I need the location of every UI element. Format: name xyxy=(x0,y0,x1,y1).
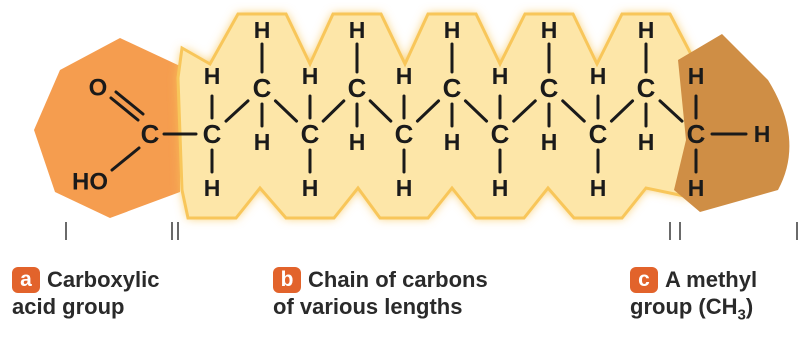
bracket-chain xyxy=(177,222,671,240)
hydrogen-atom: H xyxy=(688,63,705,89)
hydrogen-atom: H xyxy=(444,17,461,43)
badge-b: b xyxy=(273,267,301,293)
chain-carbon-atom: C xyxy=(253,73,272,103)
hydrogen-atom: H xyxy=(302,175,319,201)
hydrogen-atom: H xyxy=(204,63,221,89)
badge-a: a xyxy=(12,267,40,293)
bond-cc xyxy=(561,99,586,123)
label-b-line2: of various lengths xyxy=(273,294,463,319)
chain-carbon-atom: C xyxy=(395,119,414,149)
chain-carbon-atom: C xyxy=(301,119,320,149)
hydrogen-atom: H xyxy=(590,63,607,89)
double-bond-2 xyxy=(114,90,145,116)
label-carbon-chain: b Chain of carbons of various lengths xyxy=(273,266,488,320)
label-carboxylic-acid: a Carboxylic acid group xyxy=(12,266,160,320)
hydrogen-atom: H xyxy=(349,129,366,155)
hydrogen-atom: H xyxy=(754,121,771,147)
label-methyl-group: c A methyl group (CH3) xyxy=(630,266,758,324)
chain-carbon-atom: C xyxy=(443,73,462,103)
hydrogen-atom: H xyxy=(492,175,509,201)
bond-cc xyxy=(273,99,299,123)
label-a-line2: acid group xyxy=(12,294,125,319)
hydrogen-atom: H xyxy=(541,129,558,155)
hydrogen-atom: H xyxy=(590,175,607,201)
badge-c: c xyxy=(630,267,658,293)
chain-carbon-atom: C xyxy=(491,119,510,149)
hydroxyl-label: HO xyxy=(72,169,108,196)
bond-cc xyxy=(415,99,441,123)
chain-carbon-atom: C xyxy=(348,73,367,103)
bond-cc xyxy=(321,99,346,123)
hydrogen-atom: H xyxy=(638,17,655,43)
label-c-line2: group (CH3) xyxy=(630,294,754,324)
oxygen-atom: O xyxy=(89,75,108,102)
chain-carbon-atom: C xyxy=(203,119,222,149)
hydrogen-atom: H xyxy=(349,17,366,43)
bond-cc xyxy=(512,99,537,123)
methyl-carbon-atom: C xyxy=(687,119,706,149)
hydrogen-atom: H xyxy=(444,129,461,155)
bond-cc xyxy=(368,99,393,123)
bond-lines xyxy=(109,42,748,174)
bracket-methyl xyxy=(679,222,798,240)
hydrogen-atom: H xyxy=(254,129,271,155)
hydrogen-atom: H xyxy=(541,17,558,43)
bond-cc-methyl xyxy=(658,99,684,123)
hydrogen-atom: H xyxy=(254,17,271,43)
label-a-line1: Carboxylic xyxy=(47,267,160,292)
hydrogen-atom: H xyxy=(302,63,319,89)
subscript-3: 3 xyxy=(737,306,746,324)
carbon-chain-shape xyxy=(176,12,696,220)
bond-cc xyxy=(609,99,635,123)
hydrogen-atom: H xyxy=(492,63,509,89)
hydrogen-atom: H xyxy=(638,129,655,155)
chain-carbon-atom: C xyxy=(637,73,656,103)
hydrogen-atom: H xyxy=(396,175,413,201)
chain-carbon-atom: C xyxy=(589,119,608,149)
label-b-line1: Chain of carbons xyxy=(308,267,488,292)
hydrogen-atom: H xyxy=(396,63,413,89)
single-bond-oh xyxy=(110,146,141,172)
carboxyl-group-shape xyxy=(34,38,180,218)
bond-cc xyxy=(224,99,250,123)
carboxyl-carbon-atom: C xyxy=(141,119,160,149)
hydrogen-atom: H xyxy=(688,175,705,201)
double-bond-1 xyxy=(109,96,140,122)
methyl-group-shape xyxy=(674,34,790,212)
label-c-line1: A methyl xyxy=(665,267,758,292)
bond-cc xyxy=(463,99,489,123)
bracket-carboxyl xyxy=(65,222,173,240)
chain-carbon-atom: C xyxy=(540,73,559,103)
hydrogen-atom: H xyxy=(204,175,221,201)
